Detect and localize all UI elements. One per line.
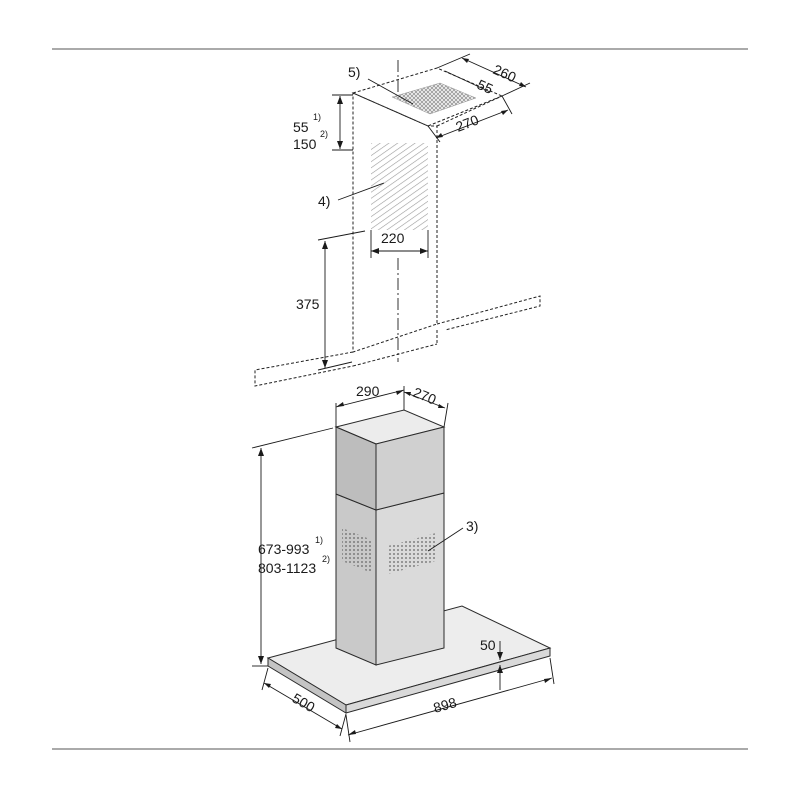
chimney-upper-side — [375, 426, 445, 511]
dim-duct-offset-2: 150 — [293, 136, 317, 152]
dim-height-range-2: 803-1123 — [258, 560, 316, 576]
chimney-lower-side — [375, 492, 445, 666]
installation-outline — [254, 60, 541, 387]
vent-grille-front — [342, 528, 372, 573]
callouts: 3) 4) 5) — [318, 64, 478, 552]
dim-height-range-1: 673-993 — [258, 541, 310, 557]
dim-canopy-width: 898 — [431, 694, 458, 716]
vent-grille-side — [388, 533, 436, 574]
dim-duct-offset-1: 55 — [293, 119, 309, 135]
hood-body — [266, 409, 552, 714]
dim-duct-offset-1-note: 1) — [313, 112, 321, 122]
dim-duct-width: 220 — [381, 230, 405, 246]
dim-chimney-width: 290 — [356, 383, 380, 399]
ceiling-plate — [351, 67, 504, 127]
dim-plate-width: 270 — [453, 111, 481, 134]
dim-canopy-thickness: 50 — [480, 637, 496, 653]
callout-duct-piece: 4) — [318, 193, 330, 209]
canopy-side — [345, 647, 551, 714]
dim-plate-offset: 55 — [475, 76, 496, 97]
dim-duct-offset-2-note: 2) — [320, 129, 328, 139]
dim-height-range-2-note: 2) — [322, 554, 330, 564]
dim-gap-height: 375 — [296, 296, 320, 312]
hood-dimensions: 290 270 673-993 1) 803-1123 2) 50 500 — [251, 383, 555, 743]
callout-vent-grille: 3) — [466, 518, 478, 534]
chimney-lower-front — [335, 493, 377, 666]
callout-ceiling-plate: 5) — [348, 64, 360, 80]
duct-piece — [352, 92, 438, 353]
dim-height-range-1-note: 1) — [315, 535, 323, 545]
